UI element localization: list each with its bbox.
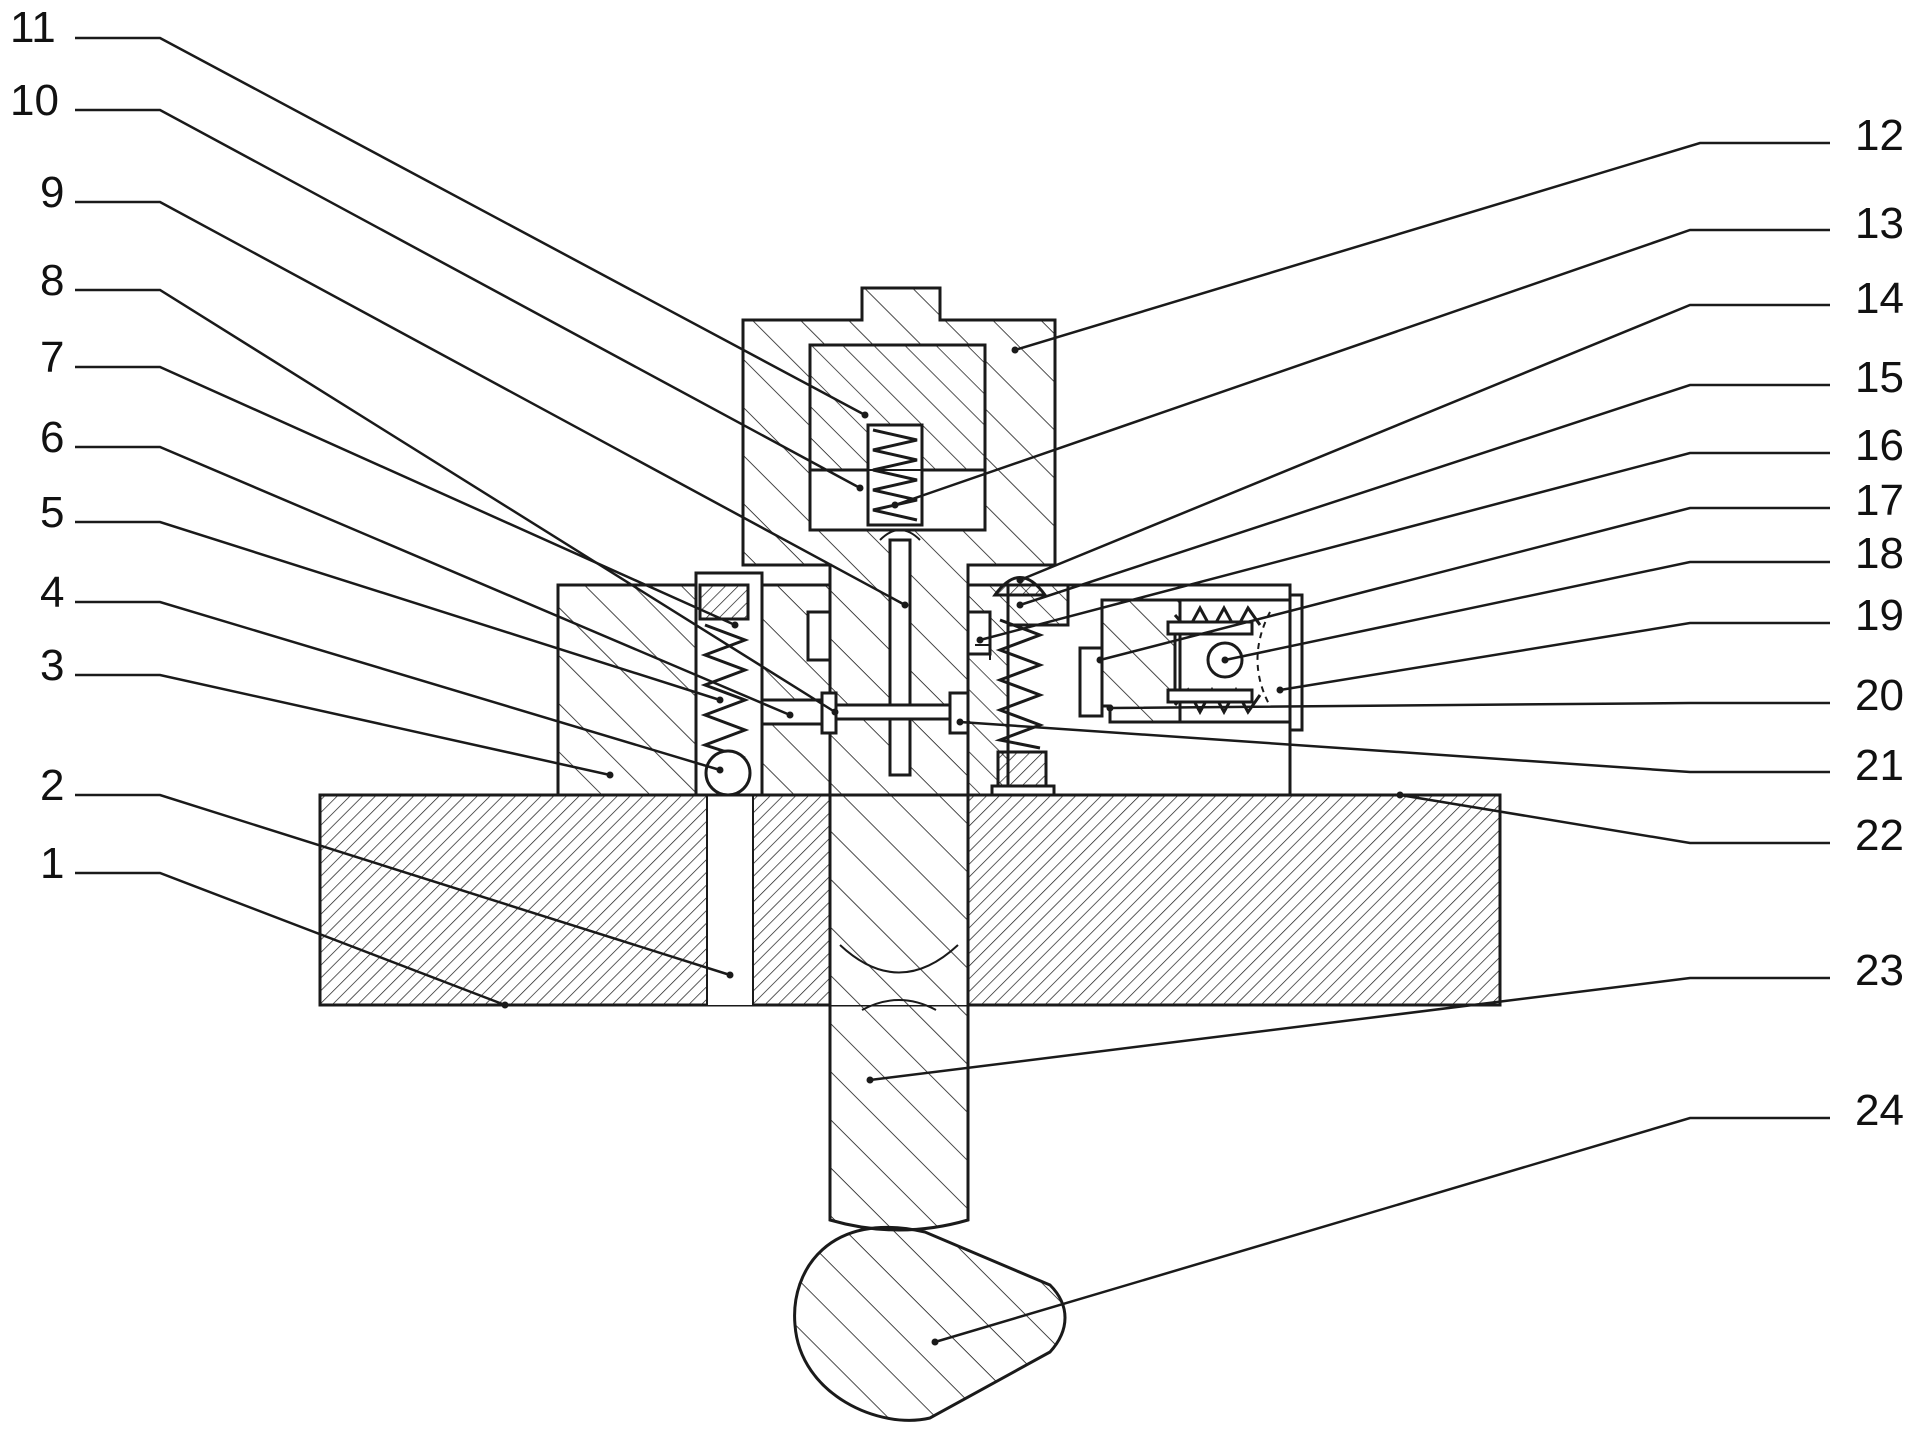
leader-dot-22 bbox=[1396, 791, 1404, 799]
leader-dot-1 bbox=[501, 1001, 509, 1009]
callout-label-24: 24 bbox=[1855, 1086, 1904, 1135]
callout-label-9: 9 bbox=[40, 168, 64, 217]
leader-line-14 bbox=[1019, 303, 1830, 582]
leader-line-11 bbox=[75, 36, 866, 417]
callout-label-17: 17 bbox=[1855, 476, 1904, 525]
leader-line-7 bbox=[75, 365, 736, 627]
right-spring-assembly bbox=[990, 576, 1056, 797]
callout-label-5: 5 bbox=[40, 488, 64, 537]
callout-label-14: 14 bbox=[1855, 274, 1904, 323]
leader-dot-20 bbox=[1106, 704, 1114, 712]
leader-dot-14 bbox=[1016, 576, 1024, 584]
callout-label-18: 18 bbox=[1855, 529, 1904, 578]
callout-label-21: 21 bbox=[1855, 741, 1904, 790]
callout-label-4: 4 bbox=[40, 568, 64, 617]
leader-dot-15 bbox=[1016, 601, 1024, 609]
callout-label-1: 1 bbox=[40, 839, 64, 888]
callout-label-2: 2 bbox=[40, 761, 64, 810]
leader-line-18 bbox=[1224, 560, 1830, 662]
callout-label-19: 19 bbox=[1855, 591, 1904, 640]
leader-line-24 bbox=[934, 1116, 1830, 1344]
callout-label-16: 16 bbox=[1855, 421, 1904, 470]
leader-dot-9 bbox=[901, 601, 909, 609]
main-shaft bbox=[828, 793, 970, 1232]
callout-label-3: 3 bbox=[40, 641, 64, 690]
callout-label-22: 22 bbox=[1855, 811, 1904, 860]
leader-dot-19 bbox=[1276, 686, 1284, 694]
callout-leaders bbox=[75, 36, 1830, 1346]
leader-dot-13 bbox=[891, 501, 899, 509]
leader-line-23 bbox=[869, 976, 1830, 1082]
leader-dot-8 bbox=[831, 708, 839, 716]
callout-label-8: 8 bbox=[40, 256, 64, 305]
leader-dot-6 bbox=[786, 711, 794, 719]
leader-dot-4 bbox=[716, 766, 724, 774]
leader-line-10 bbox=[75, 108, 861, 490]
leader-dot-17 bbox=[1096, 656, 1104, 664]
leader-line-19 bbox=[1279, 621, 1830, 692]
callout-labels: 1 2 3 4 5 6 7 8 9 10 11 12 13 14 15 16 1… bbox=[10, 3, 1904, 1135]
leader-dot-24 bbox=[931, 1338, 939, 1346]
callout-label-23: 23 bbox=[1855, 946, 1904, 995]
leader-line-5 bbox=[75, 520, 721, 702]
leader-line-12 bbox=[1014, 141, 1830, 352]
callout-label-11: 11 bbox=[10, 3, 56, 52]
side-latch-block bbox=[1078, 593, 1304, 732]
leader-line-17 bbox=[1099, 506, 1830, 662]
leader-dot-12 bbox=[1011, 346, 1019, 354]
callout-label-20: 20 bbox=[1855, 671, 1904, 720]
callout-label-12: 12 bbox=[1855, 111, 1904, 160]
callout-label-15: 15 bbox=[1855, 353, 1904, 402]
leader-line-8 bbox=[75, 288, 836, 714]
leader-dot-7 bbox=[731, 621, 739, 629]
leader-line-6 bbox=[75, 445, 791, 717]
callout-label-6: 6 bbox=[40, 413, 64, 462]
leader-dot-21 bbox=[956, 718, 964, 726]
leader-dot-16 bbox=[976, 636, 984, 644]
cam bbox=[793, 1225, 1067, 1422]
leader-line-22 bbox=[1399, 793, 1830, 845]
leader-line-16 bbox=[979, 451, 1830, 642]
leader-line-13 bbox=[894, 228, 1830, 507]
leader-line-21 bbox=[959, 720, 1830, 774]
leader-dot-18 bbox=[1221, 656, 1229, 664]
leader-dot-3 bbox=[606, 771, 614, 779]
leader-line-1 bbox=[75, 871, 506, 1007]
leader-dot-23 bbox=[866, 1076, 874, 1084]
leader-line-4 bbox=[75, 600, 721, 772]
leader-dot-5 bbox=[716, 696, 724, 704]
leader-dot-11 bbox=[861, 411, 869, 419]
leader-line-3 bbox=[75, 673, 611, 777]
leader-line-9 bbox=[75, 200, 906, 607]
leader-line-15 bbox=[1019, 383, 1830, 607]
callout-label-7: 7 bbox=[40, 333, 64, 382]
leader-line-20 bbox=[1109, 701, 1830, 710]
leader-dot-10 bbox=[856, 484, 864, 492]
callout-label-10: 10 bbox=[10, 76, 59, 125]
leader-dot-2 bbox=[726, 971, 734, 979]
leader-line-2 bbox=[75, 793, 731, 977]
callout-label-13: 13 bbox=[1855, 199, 1904, 248]
